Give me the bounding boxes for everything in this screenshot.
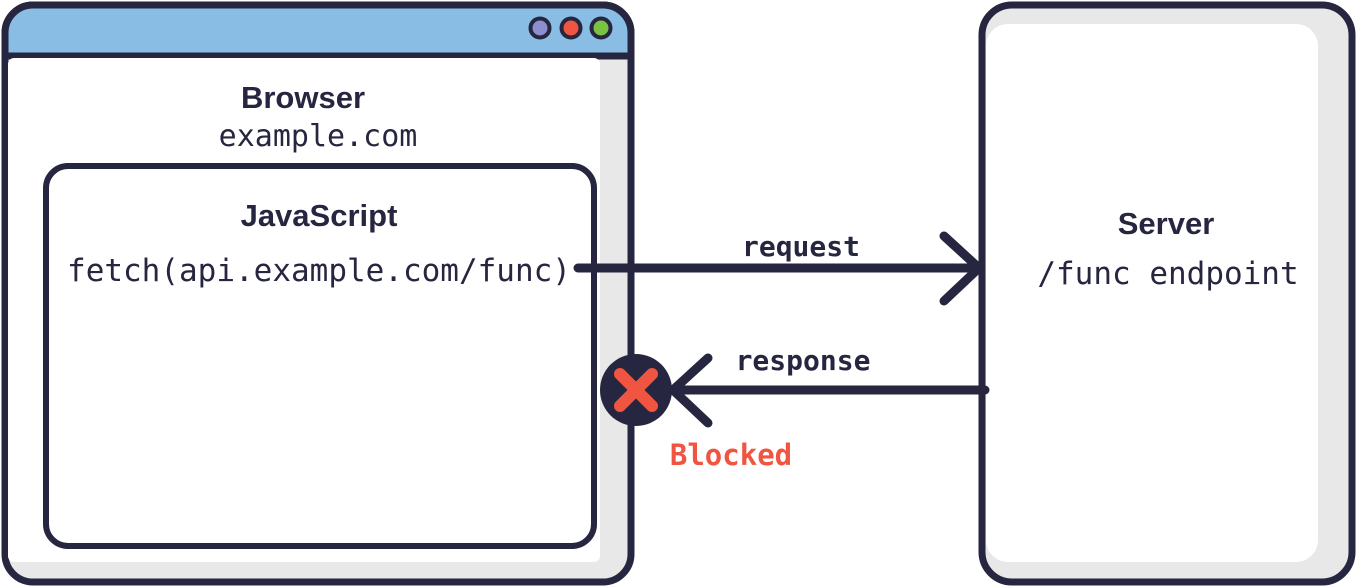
window-dot-red-icon[interactable] bbox=[559, 16, 583, 40]
request-arrow-label: request bbox=[742, 230, 860, 263]
javascript-box: JavaScript fetch(api.example.com/func) bbox=[43, 163, 597, 549]
browser-titlebar bbox=[1, 1, 635, 60]
server-content-panel bbox=[986, 24, 1318, 562]
server-box: Server /func endpoint bbox=[978, 1, 1356, 586]
browser-title: Browser bbox=[241, 80, 365, 115]
window-dot-green-icon[interactable] bbox=[589, 16, 613, 40]
browser-window: Browser example.com JavaScript fetch(api… bbox=[1, 1, 635, 586]
server-title: Server bbox=[1118, 206, 1215, 241]
server-endpoint: /func endpoint bbox=[1037, 256, 1298, 292]
request-arrow-head-icon bbox=[939, 231, 984, 306]
javascript-box-code: fetch(api.example.com/func) bbox=[67, 253, 571, 289]
x-circle-icon[interactable] bbox=[614, 368, 658, 412]
response-arrow-label: response bbox=[736, 344, 871, 377]
browser-origin: example.com bbox=[219, 119, 418, 154]
javascript-box-title: JavaScript bbox=[241, 198, 398, 233]
browser-titlebar-dots[interactable] bbox=[528, 16, 613, 40]
javascript-box-border bbox=[43, 163, 597, 549]
blocked-label: Blocked bbox=[670, 438, 792, 472]
window-dot-purple-icon[interactable] bbox=[528, 16, 552, 40]
blocked-badge[interactable] bbox=[600, 354, 672, 426]
response-arrow-head-icon bbox=[668, 353, 713, 428]
request-arrow: request bbox=[573, 230, 985, 306]
response-arrow: response Blocked bbox=[600, 344, 990, 472]
